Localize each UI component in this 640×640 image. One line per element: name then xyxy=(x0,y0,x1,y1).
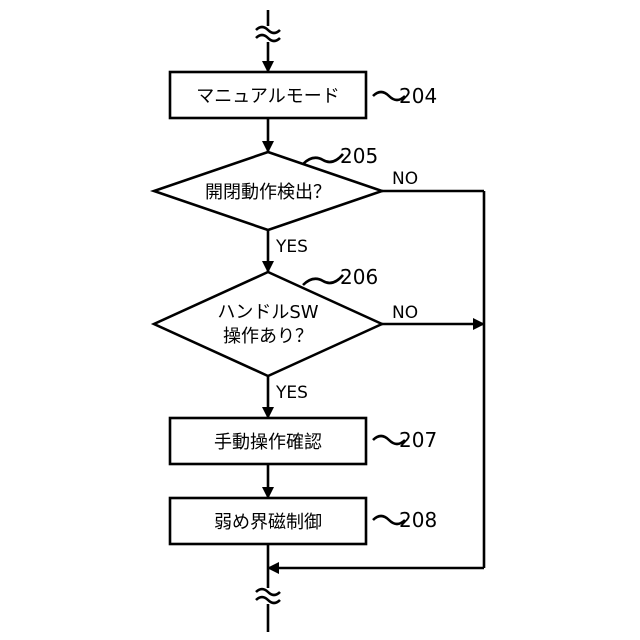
branch-no-205: NO xyxy=(392,169,418,189)
leader-205 xyxy=(303,154,343,164)
process-label-208: 弱め界磁制御 xyxy=(214,512,322,533)
ref-205: 205 xyxy=(340,144,378,168)
branch-yes-206: YES xyxy=(275,383,308,403)
branch-no-206: NO xyxy=(392,303,418,323)
leader-206 xyxy=(303,275,343,285)
process-label-207: 手動操作確認 xyxy=(214,432,322,453)
break-mark-top xyxy=(256,27,280,41)
ref-208: 208 xyxy=(399,508,437,532)
decision-label-206-line1: ハンドルSW xyxy=(217,302,318,323)
process-label-204: マニュアルモード xyxy=(196,86,339,107)
branch-yes-205: YES xyxy=(275,237,308,257)
ref-206: 206 xyxy=(340,265,378,289)
decision-label-205: 開閉動作検出？ xyxy=(205,182,331,203)
decision-label-206-line2: 操作あり？ xyxy=(223,326,313,347)
break-mark-bottom xyxy=(256,589,280,603)
ref-207: 207 xyxy=(399,428,437,452)
ref-204: 204 xyxy=(399,84,437,108)
